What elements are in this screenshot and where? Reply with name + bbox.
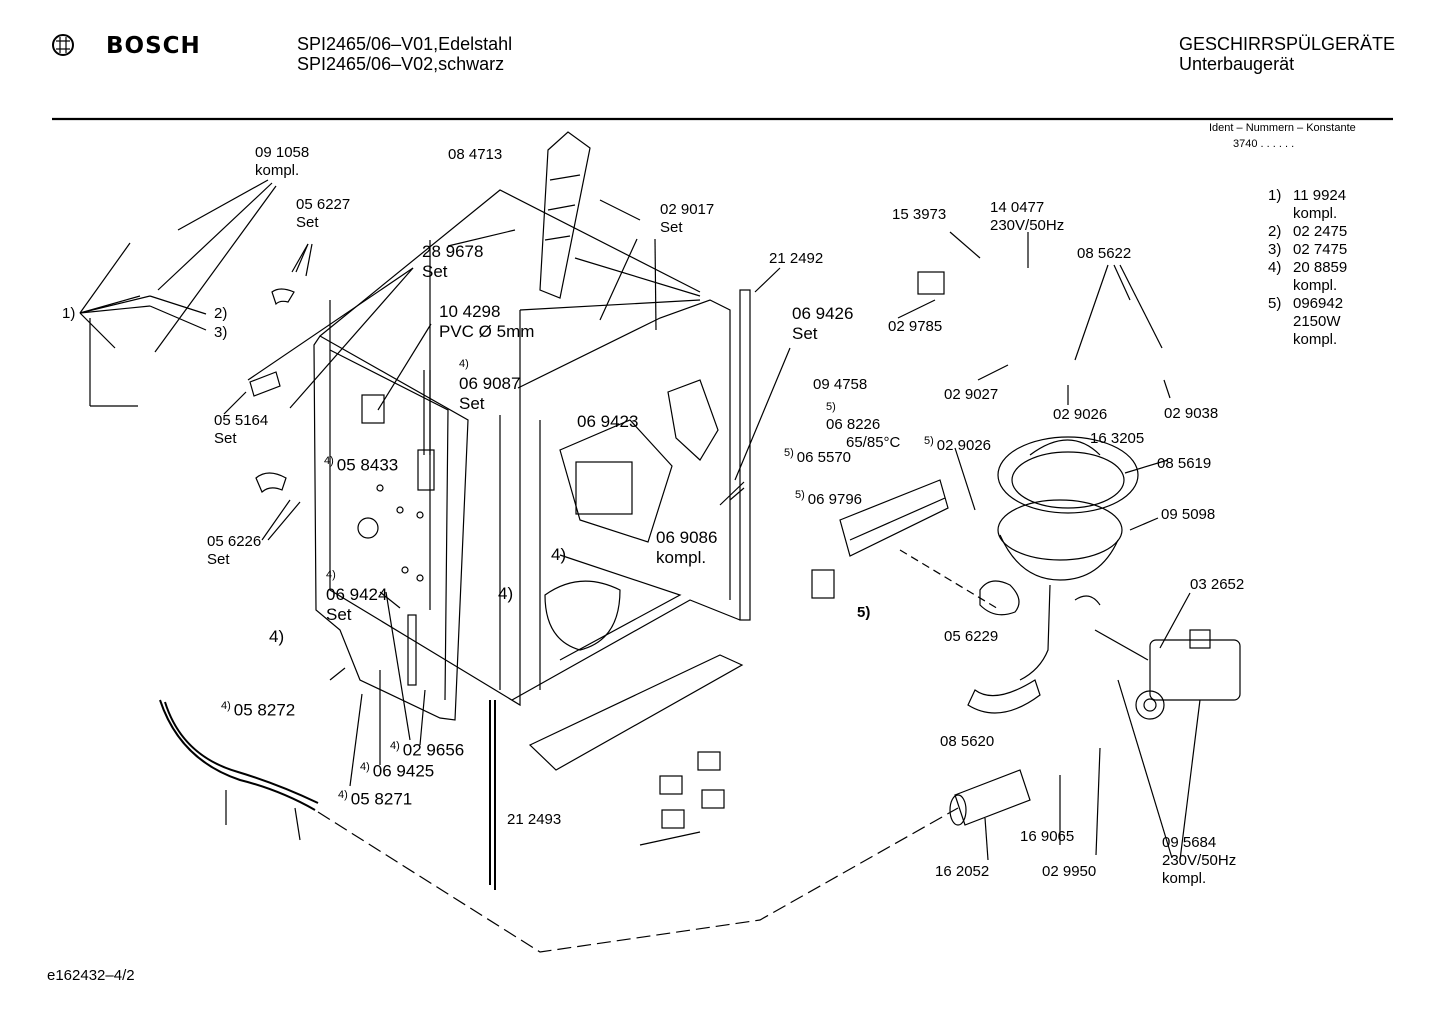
- part-label: 03 2652: [1190, 576, 1245, 593]
- switch-part: [811, 569, 835, 599]
- legend-item: 3)02 7475: [1268, 241, 1348, 258]
- part-label: 5)02 9026: [924, 435, 992, 454]
- tub-frame: [319, 189, 741, 707]
- part-label: 02 9027: [944, 386, 999, 403]
- model-list: SPI2465/06–V01,Edelstahl SPI2465/06–V02,…: [297, 34, 512, 74]
- legend-item: 2)02 2475: [1268, 223, 1348, 240]
- legend-item: 4)20 8859: [1268, 259, 1348, 276]
- dispenser-part: [559, 379, 719, 543]
- part-label: 16 2052: [935, 863, 990, 880]
- spray-arm-part: [539, 131, 591, 299]
- callout-marker: 4): [551, 545, 567, 564]
- part-label: 02 9038: [1164, 405, 1219, 422]
- part-label: 4)05 8272: [221, 700, 296, 720]
- callout-marker: 4): [498, 584, 514, 603]
- inlet-valve-part: [1135, 629, 1241, 720]
- side-rails: [489, 289, 751, 890]
- part-label: 02 9950: [1042, 863, 1097, 880]
- callout-marker: 3): [214, 324, 228, 341]
- part-label: 09 4758: [813, 376, 868, 393]
- product-category: GESCHIRRSPÜLGERÄTE Unterbaugerät: [1179, 34, 1395, 74]
- model-line-1: SPI2465/06–V01,Edelstahl: [297, 34, 513, 54]
- legend-item-continuation: kompl.: [1293, 277, 1338, 294]
- part-label: 08 5620: [940, 733, 995, 750]
- part-label: 21 2492: [769, 250, 824, 267]
- part-label: 02 9026: [1053, 406, 1108, 423]
- category-subtitle: Unterbaugerät: [1179, 54, 1295, 74]
- part-label: 4)02 9656: [390, 740, 465, 760]
- part-label: 08 5619: [1157, 455, 1212, 472]
- sump-pump-part: [979, 436, 1139, 681]
- part-label: 06 9423: [577, 412, 639, 431]
- part-label: 02 9785: [888, 318, 943, 335]
- door-panel: [313, 335, 469, 721]
- document-id: e162432–4/2: [47, 967, 135, 984]
- hose-parts: [249, 288, 1041, 826]
- part-label: 08 4713: [448, 146, 503, 163]
- ident-value: 3740 . . . . . .: [1233, 138, 1295, 150]
- part-label: 09 5098: [1161, 506, 1216, 523]
- legend-item-continuation: kompl.: [1293, 331, 1338, 348]
- part-label: 4)06 9425: [360, 761, 435, 781]
- part-label: 15 3973: [892, 206, 947, 223]
- callout-marker: 1): [62, 305, 76, 322]
- bosch-logo-icon: [52, 34, 74, 56]
- part-label: 16 3205: [1090, 430, 1145, 447]
- footnote-legend: 1)11 9924 kompl. 2)02 2475 3)02 7475 4)2…: [1268, 187, 1347, 349]
- heating-element-part: [839, 479, 1001, 611]
- leader-lines: [223, 229, 1201, 861]
- part-label: 08 5622: [1077, 245, 1132, 262]
- model-line-2: SPI2465/06–V02,schwarz: [297, 54, 505, 74]
- sensor-part: [917, 271, 945, 295]
- callout-marker: 4): [269, 627, 285, 646]
- callout-1-leaders: [79, 179, 277, 407]
- part-label: 5)06 5570: [784, 447, 852, 466]
- part-label: 21 2493: [507, 811, 562, 828]
- legend-item: 1)11 9924: [1268, 187, 1347, 204]
- legend-item-continuation: 2150W: [1293, 313, 1341, 330]
- part-label: 16 9065: [1020, 828, 1075, 845]
- legend-item: 5)096942: [1268, 295, 1344, 312]
- brand-logo: BOSCH: [106, 33, 201, 59]
- power-cable-part: [159, 699, 319, 841]
- callout-marker: 5): [857, 604, 871, 621]
- part-label: 05 6229: [944, 628, 999, 645]
- cable-route-dashed: [317, 807, 959, 953]
- part-label: 5)06 9796: [795, 489, 863, 508]
- part-label: 4)05 8271: [338, 789, 413, 809]
- legend-item-continuation: kompl.: [1293, 205, 1338, 222]
- ident-label: Ident – Nummern – Konstante: [1209, 122, 1356, 134]
- category-title: GESCHIRRSPÜLGERÄTE: [1179, 34, 1396, 54]
- part-label: 4)05 8433: [324, 455, 399, 475]
- callout-marker: 2): [214, 305, 228, 322]
- connector-cluster: [639, 751, 725, 846]
